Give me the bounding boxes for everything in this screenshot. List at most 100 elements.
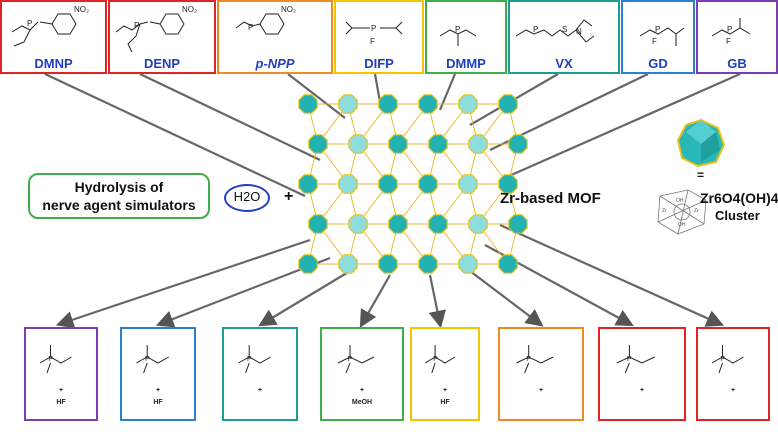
product-box-2: P+HF (120, 327, 196, 421)
mof-cluster-node (348, 134, 368, 154)
mof-lattice (298, 94, 528, 274)
reagent-label-gd: GD (648, 56, 668, 71)
product-plus-6: + (538, 387, 544, 394)
svg-text:P: P (145, 356, 150, 363)
reagent-box-gb (696, 0, 778, 74)
svg-text:P: P (48, 356, 53, 363)
mof-cluster-node (498, 174, 518, 194)
arrow-p8 (499, 223, 725, 327)
reagent-label-difp: DIFP (364, 56, 394, 71)
water-ellipse: H2O (224, 184, 270, 212)
svg-text:P: P (247, 356, 252, 363)
mof-cluster-node (338, 174, 358, 194)
mof-cluster-node (298, 254, 318, 274)
product-box-4: P+MeOH (320, 327, 404, 421)
arrow-p1 (55, 238, 311, 329)
reagent-label-gb: GB (727, 56, 747, 71)
mof-cluster-node (418, 254, 438, 274)
mof-cluster-node (458, 174, 478, 194)
product-plus-3: + (257, 387, 263, 394)
svg-text:P: P (727, 25, 732, 34)
svg-text:OH: OH (678, 222, 686, 228)
svg-text:Zr: Zr (694, 208, 699, 214)
mof-label: Zr-based MOF (500, 190, 601, 207)
product-byproduct-1: HF (56, 399, 66, 406)
product-byproduct-2: HF (153, 399, 163, 406)
reagent-box-dmnp (0, 0, 107, 74)
product-structure-3: P (238, 345, 272, 374)
product-structure-5: P (424, 345, 456, 374)
reagent-box-pnpp (217, 0, 333, 74)
mof-cluster-node (388, 214, 408, 234)
svg-text:P: P (27, 19, 32, 28)
product-structure-4: P (337, 345, 375, 374)
arrow-p5 (428, 274, 446, 329)
svg-text:P: P (627, 356, 632, 363)
arrow-p3 (258, 267, 356, 327)
product-plus-7: + (639, 387, 645, 394)
svg-text:P: P (371, 24, 376, 33)
svg-text:P: P (134, 21, 139, 30)
water-label: H2O (233, 189, 261, 204)
svg-text:N: N (576, 27, 582, 36)
mof-cluster-node (308, 214, 328, 234)
svg-text:F: F (370, 37, 375, 46)
svg-text:NO₂: NO₂ (74, 5, 89, 14)
arrow-p4 (359, 274, 391, 328)
mof-cluster-node (498, 94, 518, 114)
mof-cluster-node (418, 174, 438, 194)
reagent-box-vx (508, 0, 620, 74)
product-structure-1: P (39, 345, 72, 374)
mof-cluster-node (498, 254, 518, 274)
mof-cluster-node (348, 214, 368, 234)
mof-cluster-node (378, 174, 398, 194)
mof-cluster-node (468, 134, 488, 154)
product-box-5: P+HF (410, 327, 480, 421)
mof-cluster-node (338, 254, 358, 274)
product-box-6: P+ (498, 327, 584, 421)
svg-text:P: P (526, 356, 531, 363)
svg-text:P: P (455, 25, 460, 34)
product-box-3: P+ (222, 327, 298, 421)
svg-text:P: P (433, 356, 438, 363)
svg-text:P: P (348, 356, 353, 363)
svg-text:OH: OH (676, 198, 684, 204)
reagent-label-denp: DENP (143, 56, 181, 71)
product-box-7: P+ (598, 327, 686, 421)
product-structure-6: P (516, 345, 554, 374)
product-byproduct-5: HF (440, 399, 450, 406)
reagent-box-dmmp (425, 0, 507, 74)
line-pnpp (287, 73, 346, 119)
reagent-box-denp (108, 0, 216, 74)
reagent-label-pnpp: p-NPP (255, 56, 295, 71)
mof-cluster-node (418, 94, 438, 114)
mof-cluster-node (508, 214, 528, 234)
mof-cluster-node (378, 94, 398, 114)
cluster-word: Cluster (715, 208, 760, 223)
product-structure-7: P (616, 345, 655, 374)
mof-cluster-node (508, 134, 528, 154)
product-plus-1: + (58, 387, 64, 394)
hydrolysis-line-2: nerve agent simulators (42, 197, 196, 213)
product-structure-8: P (711, 345, 744, 374)
reagent-label-dmnp: DMNP (34, 56, 73, 71)
product-byproduct-4: MeOH (351, 399, 373, 406)
reagent-box-difp (334, 0, 424, 74)
product-box-8: P+ (696, 327, 770, 421)
mof-cluster-node (378, 254, 398, 274)
mof-cluster-node (388, 134, 408, 154)
cluster-formula: Zr6O4(OH)4 (700, 190, 778, 206)
cluster-formula-text: Zr6O4(OH)4 (700, 190, 778, 206)
mof-cluster-node (308, 134, 328, 154)
svg-text:P: P (533, 25, 538, 34)
mof-cluster-node (298, 174, 318, 194)
mof-cluster-node (298, 94, 318, 114)
mof-cluster-node (428, 134, 448, 154)
line-difp (373, 73, 382, 103)
cluster-equals: = (697, 168, 705, 182)
mof-cluster-node (458, 254, 478, 274)
reagent-box-gd (621, 0, 695, 74)
arrow-p6 (461, 264, 544, 327)
